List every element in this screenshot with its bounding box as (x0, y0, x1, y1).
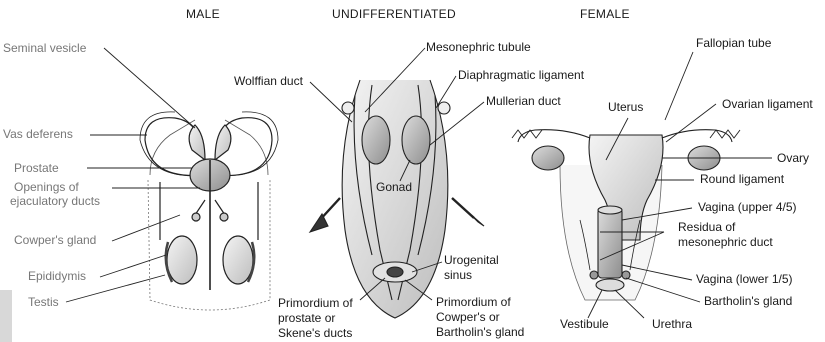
label-prim-prostate-line2: prostate or (278, 312, 335, 325)
label-prostate: Prostate (14, 162, 59, 175)
label-vagina-lower: Vagina (lower 1/5) (696, 273, 793, 286)
label-fallopian-tube: Fallopian tube (696, 37, 771, 50)
label-wolffian-duct: Wolffian duct (234, 75, 303, 88)
label-bartholins-gland: Bartholin's gland (704, 295, 792, 308)
label-ovarian-ligament: Ovarian ligament (722, 98, 813, 111)
label-openings-line2: ejaculatory ducts (10, 195, 100, 208)
label-mesonephric-tubule: Mesonephric tubule (426, 41, 531, 54)
label-prim-prostate-line3: Skene's ducts (278, 327, 352, 340)
heading-female: FEMALE (580, 8, 630, 21)
label-urogenital-line2: sinus (444, 269, 472, 282)
label-prim-prostate-line1: Primordium of (278, 297, 353, 310)
male-anatomy (140, 112, 278, 310)
label-mullerian-duct: Mullerian duct (486, 95, 561, 108)
label-diaphragmatic-ligament: Diaphragmatic ligament (458, 69, 584, 82)
label-seminal-vesicle: Seminal vesicle (3, 42, 86, 55)
label-vas-deferens: Vas deferens (3, 128, 73, 141)
label-testis: Testis (28, 296, 59, 309)
heading-male: MALE (186, 8, 220, 21)
label-vestibule: Vestibule (560, 318, 609, 331)
label-prim-cowper-line2: Cowper's or (436, 311, 500, 324)
label-urethra: Urethra (652, 318, 692, 331)
label-ovary: Ovary (777, 152, 809, 165)
label-residua-line2: mesonephric duct (678, 236, 773, 249)
label-gonad: Gonad (376, 181, 412, 194)
label-cowpers-gland: Cowper's gland (14, 234, 96, 247)
label-openings-line1: Openings of (14, 181, 79, 194)
label-residua-line1: Residua of (678, 221, 735, 234)
label-prim-cowper-line3: Bartholin's gland (436, 326, 524, 339)
label-prim-cowper-line1: Primordium of (436, 296, 511, 309)
label-uterus: Uterus (608, 101, 643, 114)
label-vagina-upper: Vagina (upper 4/5) (698, 201, 797, 214)
page-shadow (0, 290, 12, 342)
undifferentiated-anatomy (310, 80, 484, 318)
label-urogenital-line1: Urogenital (444, 254, 499, 267)
label-epididymis: Epididymis (28, 270, 86, 283)
heading-undifferentiated: UNDIFFERENTIATED (332, 8, 456, 21)
label-round-ligament: Round ligament (700, 173, 784, 186)
